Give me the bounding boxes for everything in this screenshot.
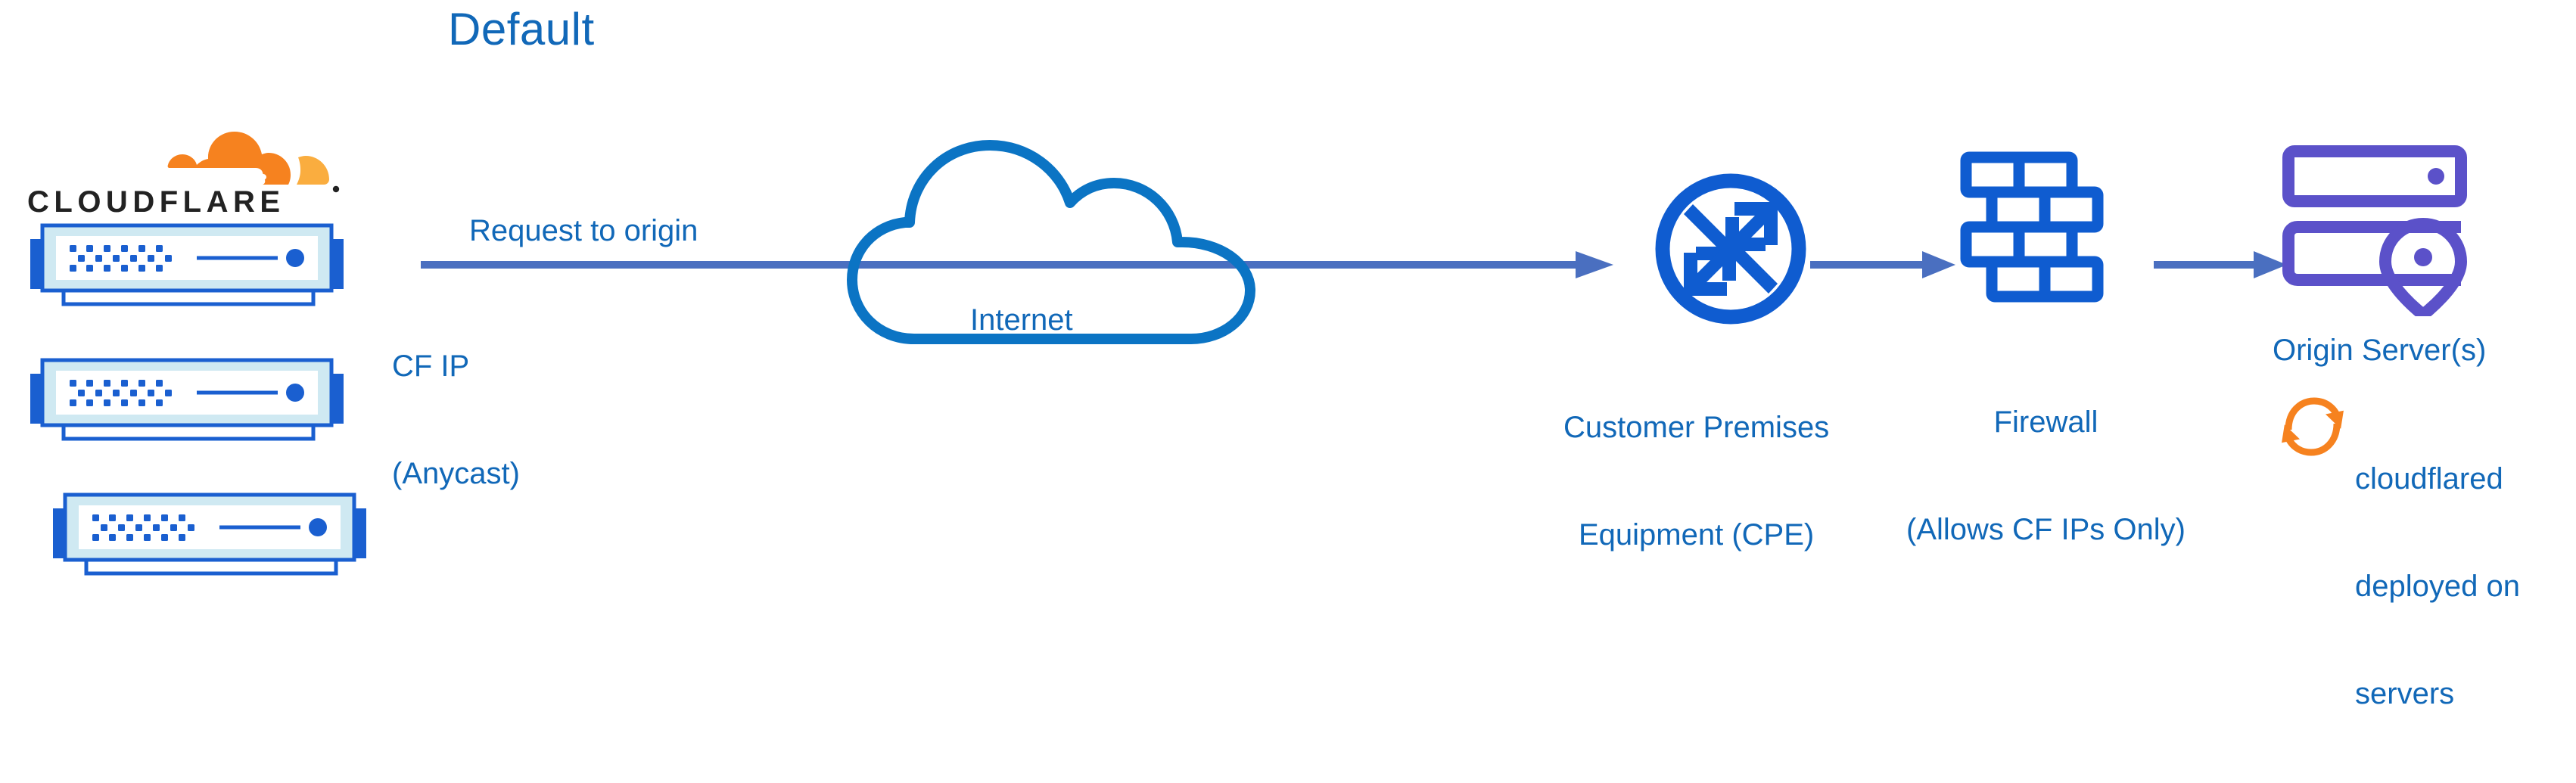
edge-sublabel-cf-ip: CF IP (Anycast) — [392, 278, 520, 564]
cloudflared-label-line1: cloudflared — [2355, 462, 2503, 496]
arrow-firewall-to-origin — [2154, 247, 2287, 283]
cloudflared-label-line3: servers — [2355, 676, 2455, 710]
cloudflare-wordmark: CLOUDFLARE — [27, 185, 340, 218]
cpe-label-line1: Customer Premises — [1563, 411, 1830, 445]
server-rack-location-icon — [2281, 142, 2470, 316]
cloudflared-label-line2: deployed on — [2355, 569, 2520, 603]
firewall-label-line2: (Allows CF IPs Only) — [1906, 512, 2186, 546]
cpe-label: Customer Premises Equipment (CPE) — [1563, 339, 1829, 625]
cf-ip-line1: CF IP — [392, 350, 470, 384]
origin-server-label: Origin Server(s) — [2273, 334, 2487, 367]
brick-wall-icon — [1960, 151, 2119, 318]
network-switch-icon — [24, 219, 350, 309]
sync-circular-arrows-icon — [2276, 392, 2349, 461]
cf-ip-line2: (Anycast) — [392, 456, 520, 490]
network-switch-icon — [24, 354, 350, 443]
internet-label: Internet — [970, 303, 1073, 337]
cloudflare-cloud-mark — [167, 132, 329, 185]
router-icon — [1650, 168, 1812, 330]
arrow-cf-to-cpe — [421, 247, 1613, 283]
diagram-canvas: Default CLOUDFLARE — [24, 4, 2520, 710]
cloudflare-logo: CLOUDFLARE — [27, 112, 345, 218]
cloudflared-label: cloudflared deployed on servers — [2355, 390, 2520, 783]
network-switch-icon — [47, 489, 372, 578]
firewall-label-line1: Firewall — [1993, 405, 2098, 440]
page-title: Default — [448, 4, 595, 54]
cpe-label-line2: Equipment (CPE) — [1578, 517, 1815, 552]
firewall-label: Firewall (Allows CF IPs Only) — [1906, 334, 2186, 620]
cloud-icon — [842, 106, 1280, 348]
arrow-cpe-to-firewall — [1810, 247, 1955, 283]
edge-label-request-to-origin: Request to origin — [469, 214, 698, 247]
svg-text:CLOUDFLARE: CLOUDFLARE — [27, 185, 285, 218]
